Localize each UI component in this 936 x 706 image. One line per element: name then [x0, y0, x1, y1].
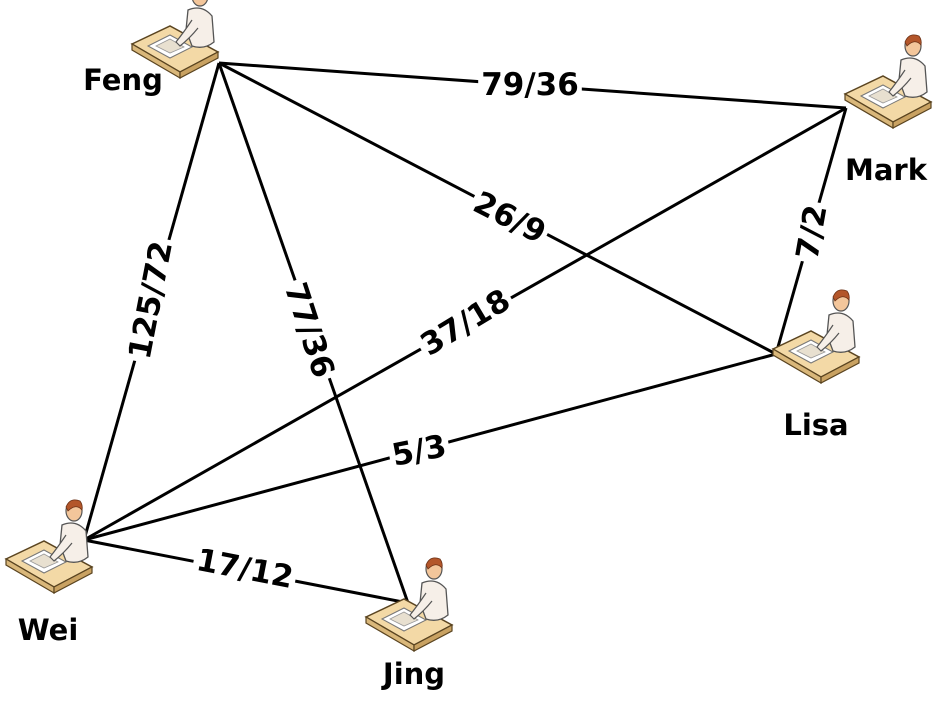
node-jing: Jing — [364, 557, 454, 691]
edge-label-wei-mark: 37/18 — [413, 282, 518, 363]
edge-label-wei-lisa: 5/3 — [386, 428, 452, 474]
edge-label-text: 79/36 — [481, 67, 579, 103]
node-label: Lisa — [783, 408, 848, 442]
edge-label-text: 17/12 — [193, 542, 296, 596]
edge-label-background — [279, 276, 340, 384]
edge-label-background — [191, 544, 299, 593]
edge-label-text: 37/18 — [414, 282, 516, 363]
edge-label-background — [478, 70, 582, 99]
edge-label-background — [466, 185, 553, 249]
node-feng: Feng — [83, 0, 220, 97]
edge-label-background — [413, 283, 518, 362]
node-label: Feng — [83, 63, 163, 97]
edge-label-text: 26/9 — [467, 185, 551, 252]
edge-label-feng-lisa: 26/9 — [466, 185, 553, 252]
edge-label-background — [791, 199, 832, 265]
node-lisa: Lisa — [771, 289, 861, 442]
edge-label-text: 77/36 — [277, 278, 341, 382]
edge-label-wei-jing: 17/12 — [191, 542, 299, 596]
edge-label-text: 125/72 — [122, 238, 180, 362]
edge-labels-layer: 79/36 26/9 125/72 77/36 7/2 37/18 5/3 17/12 — [122, 67, 835, 596]
workstation-user-icon — [771, 289, 861, 385]
edge-label-mark-lisa: 7/2 — [790, 199, 835, 265]
workstation-user-icon — [4, 499, 94, 595]
node-mark: Mark — [843, 34, 933, 187]
workstation-user-icon — [130, 0, 220, 80]
node-label: Wei — [18, 613, 79, 647]
edge-label-text: 5/3 — [389, 428, 449, 474]
node-label: Jing — [381, 657, 445, 691]
edge-label-feng-wei: 125/72 — [122, 235, 180, 365]
edge-label-feng-mark: 79/36 — [478, 67, 582, 103]
workstation-user-icon — [364, 557, 454, 653]
node-wei: Wei — [4, 499, 94, 647]
edge-label-background — [124, 235, 177, 365]
edge-label-text: 7/2 — [790, 202, 835, 262]
edge-label-feng-jing: 77/36 — [277, 276, 341, 384]
node-label: Mark — [845, 153, 928, 187]
workstation-user-icon — [843, 34, 933, 130]
edge-label-background — [386, 430, 452, 471]
